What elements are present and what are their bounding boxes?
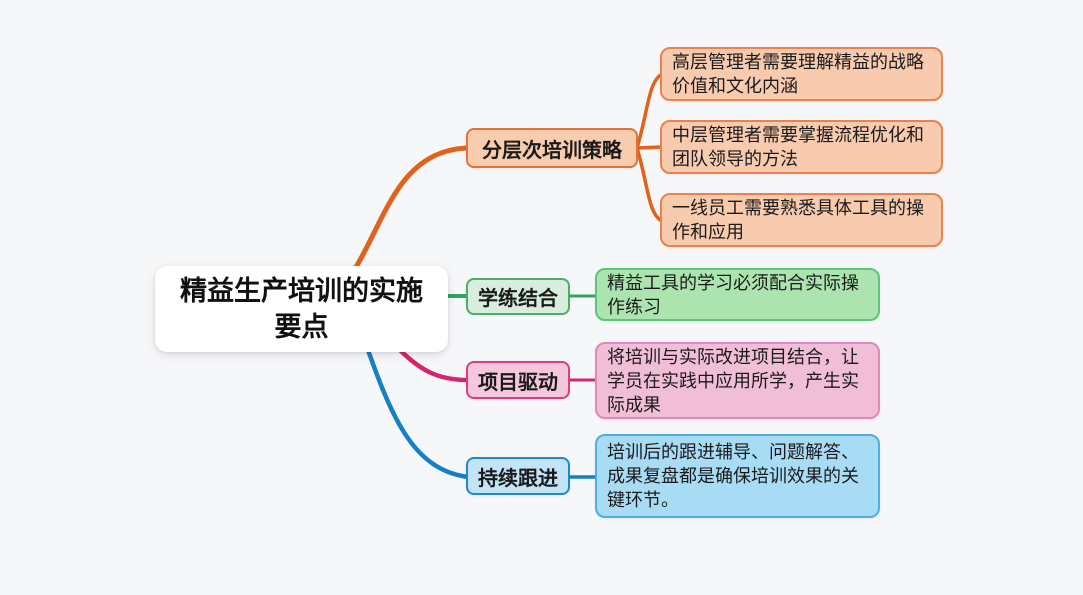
child-node-top-managers: 高层管理者需要理解精益的战略价值和文化内涵 [660,47,943,101]
branch-node-layered-training: 分层次培训策略 [466,128,638,168]
root-node: 精益生产培训的实施要点 [155,266,448,352]
child-node-middle-managers: 中层管理者需要掌握流程优化和团队领导的方法 [660,120,943,174]
edge-root-branch3 [397,347,471,383]
branch-node-project-driven: 项目驱动 [466,361,570,399]
edge-root-branch4 [365,347,471,480]
child-node-practice-detail: 精益工具的学习必须配合实际操作练习 [595,268,880,321]
edge-branch1-child3 [635,146,664,223]
child-node-project-detail: 将培训与实际改进项目结合，让学员在实践中应用所学，产生实际成果 [595,342,880,419]
branch-node-follow-up: 持续跟进 [466,457,570,495]
edge-branch1-child1 [635,72,664,150]
child-node-follow-up-detail: 培训后的跟进辅导、问题解答、成果复盘都是确保培训效果的关键环节。 [595,434,880,518]
edge-branch1-child2 [635,145,664,150]
branch-node-learn-practice: 学练结合 [466,278,570,315]
child-node-frontline-workers: 一线员工需要熟悉具体工具的操作和应用 [660,193,943,247]
edge-root-branch1 [345,145,469,283]
